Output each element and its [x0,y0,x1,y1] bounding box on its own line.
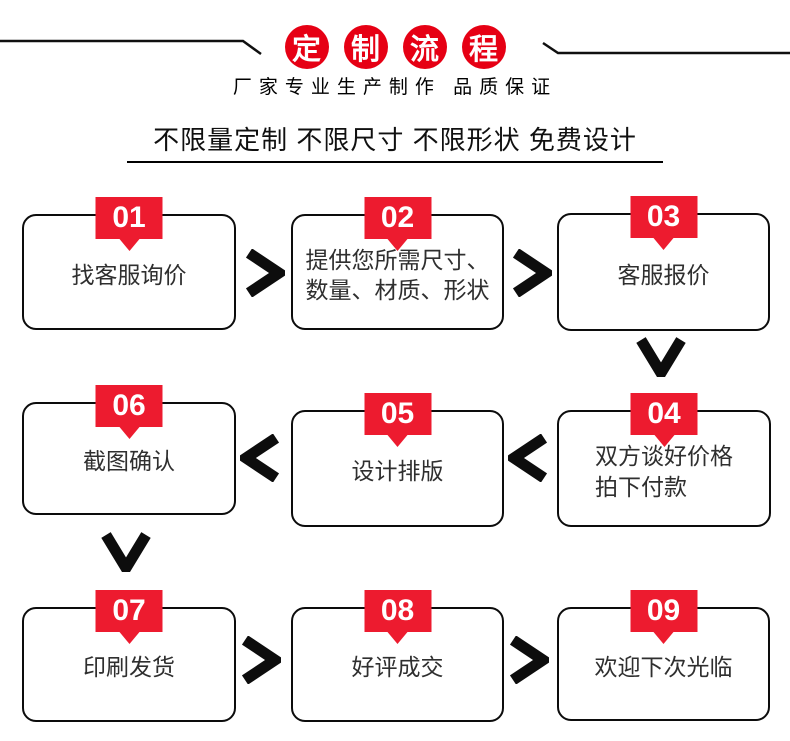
page-title: 定 制 流 程 [0,25,790,69]
arrow-left-icon [240,434,280,482]
step-label: 欢迎下次光临 [594,653,733,680]
step-label: 客服报价 [617,261,710,288]
arrow-right-icon [509,636,549,684]
step-label: 设计排版 [351,458,444,485]
subtitle: 厂家专业生产制作 品质保证 [232,77,558,98]
step-box-09: 09 欢迎下次光临 [557,590,770,721]
step-label: 找客服询价 [71,261,187,288]
arrow-down-icon [636,337,686,377]
step-label: 双方谈好价格 拍下付款 [595,443,733,500]
step-number-badge: 06 [95,385,163,427]
step-box-03: 03 客服报价 [557,196,770,331]
step-box-02: 02 提供您所需尺寸、 数量、材质、形状 [291,197,504,330]
title-circle-char: 程 [461,25,506,69]
step-box-08: 08 好评成交 [291,590,504,722]
step-number-badge: 05 [364,393,431,435]
decor-line-left [0,39,262,56]
title-circle-char: 流 [402,25,447,69]
step-number-badge: 07 [95,590,163,632]
decor-line-right [542,41,790,55]
step-label: 截图确认 [83,448,175,475]
tagline-underline [127,161,663,163]
arrow-left-icon [508,434,548,482]
step-label: 印刷发货 [83,654,175,681]
step-box-01: 01 找客服询价 [22,197,236,330]
step-number-badge: 08 [364,590,431,632]
title-circle-char: 制 [343,25,388,69]
step-box-05: 05 设计排版 [291,393,504,527]
step-number-badge: 01 [95,197,163,239]
arrow-right-icon [241,636,281,684]
step-number-badge: 09 [630,590,697,632]
arrow-right-icon [512,249,552,297]
step-number-badge: 03 [630,196,697,238]
step-box-04: 04 双方谈好价格 拍下付款 [557,393,771,527]
step-box-06: 06 截图确认 [22,385,236,515]
arrow-down-icon [101,532,151,572]
step-number-badge: 02 [364,197,431,239]
step-label: 好评成交 [351,654,444,681]
title-circle-char: 定 [284,25,329,69]
header-decor-lines [0,39,790,56]
tagline: 不限量定制 不限尺寸 不限形状 免费设计 [153,125,637,155]
step-number-badge: 04 [630,393,698,435]
arrow-right-icon [245,249,285,297]
step-box-07: 07 印刷发货 [22,590,236,722]
